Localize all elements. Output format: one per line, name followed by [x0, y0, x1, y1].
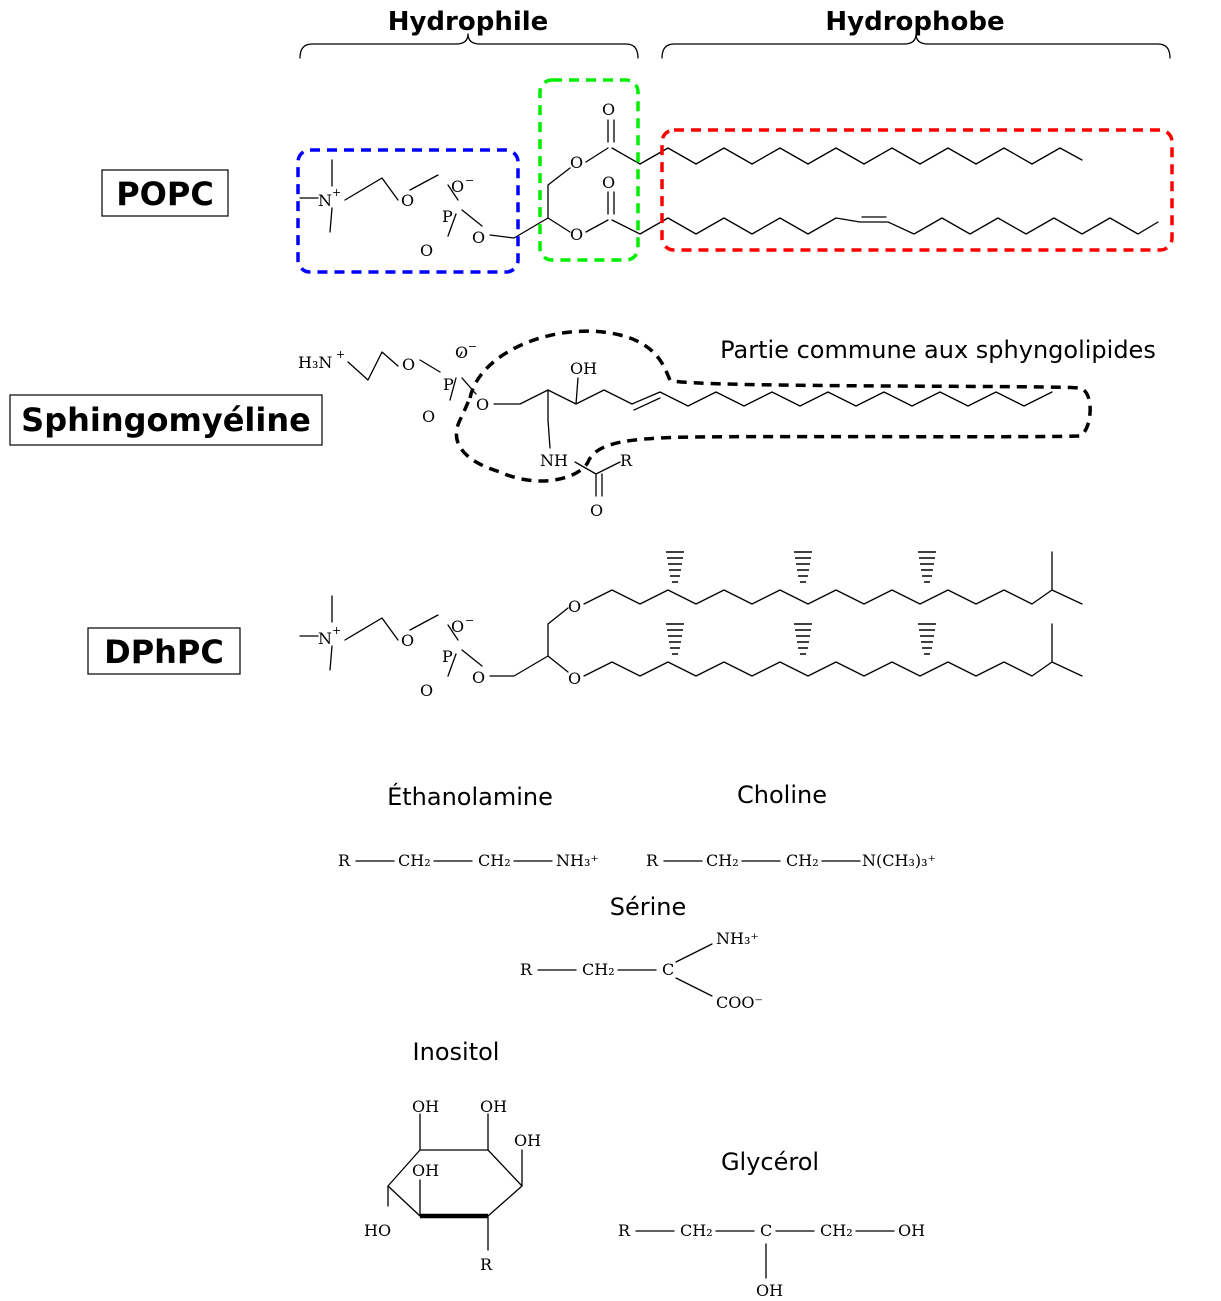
svg-text:C: C [662, 960, 674, 979]
svg-text:OH: OH [756, 1281, 783, 1300]
dphpc-label-box: DPhPC [87, 627, 241, 675]
svg-text:O: O [401, 631, 414, 650]
svg-text:NH: NH [540, 451, 568, 470]
dphpc-molecule: N + O O − P O O O O [299, 551, 1083, 700]
popc-palmitoyl-chain [611, 147, 1083, 165]
svg-text:O: O [451, 177, 464, 196]
svg-text:N(CH₃)₃⁺: N(CH₃)₃⁺ [862, 851, 936, 870]
svg-text:O: O [476, 395, 489, 414]
svg-text:O: O [420, 241, 433, 260]
svg-text:O: O [568, 597, 581, 616]
svg-text:CH₂: CH₂ [706, 851, 739, 870]
dphpc-lower-chain [583, 623, 1083, 677]
svg-text:CH₂: CH₂ [398, 851, 431, 870]
ethanolamine-formula: R CH₂ CH₂ NH₃⁺ [338, 851, 599, 870]
svg-text:O: O [401, 191, 414, 210]
popc-glycerol-box [538, 78, 640, 262]
svg-text:OH: OH [412, 1097, 439, 1116]
svg-text:R: R [480, 1255, 493, 1274]
popc-phosphorus: P [442, 207, 453, 226]
svg-text:R: R [618, 1221, 631, 1240]
svg-text:COO⁻: COO⁻ [716, 993, 763, 1012]
glycerol-formula: R CH₂ C CH₂ OH OH [618, 1221, 925, 1300]
svg-text:O: O [568, 669, 581, 688]
sphingomyeline-molecule: H₃N + O O − P O O OH NH R O [298, 340, 1053, 520]
svg-text:OH: OH [570, 359, 597, 378]
serine-name: Sérine [610, 893, 687, 921]
svg-text:−: − [465, 174, 474, 187]
svg-text:CH₂: CH₂ [478, 851, 511, 870]
ethanolamine-name: Éthanolamine [387, 782, 553, 811]
dphpc-label: DPhPC [104, 633, 224, 671]
svg-text:NH₃⁺: NH₃⁺ [716, 929, 759, 948]
sphingosine-chain [603, 389, 1053, 407]
svg-text:O: O [602, 100, 615, 119]
svg-text:OH: OH [898, 1221, 925, 1240]
choline-name: Choline [737, 781, 827, 809]
svg-text:C: C [760, 1221, 772, 1240]
svg-text:−: − [465, 614, 474, 627]
popc-label-box: POPC [101, 169, 229, 217]
svg-text:R: R [338, 851, 351, 870]
serine-formula: R CH₂ C NH₃⁺ COO⁻ [520, 929, 763, 1012]
svg-text:R: R [620, 451, 633, 470]
svg-text:O: O [570, 225, 583, 244]
svg-text:O: O [455, 343, 468, 362]
sphingo-common-annotation: Partie commune aux sphyngolipides [720, 336, 1156, 364]
svg-text:+: + [332, 186, 341, 199]
svg-text:R: R [646, 851, 659, 870]
hydrophobe-brace [661, 33, 1171, 59]
svg-text:O: O [590, 501, 603, 520]
svg-text:OH: OH [412, 1161, 439, 1180]
svg-text:R: R [520, 960, 533, 979]
popc-head-group-box [296, 148, 520, 274]
svg-text:O: O [420, 681, 433, 700]
svg-text:+: + [336, 348, 345, 361]
popc-oleoyl-chain [611, 217, 1159, 235]
svg-text:O: O [402, 355, 415, 374]
popc-molecule: N + O O − P O O O O O O [299, 100, 1159, 260]
svg-text:O: O [422, 407, 435, 426]
dphpc-upper-chain [583, 551, 1083, 605]
dphpc-methyl-wedges [666, 551, 936, 655]
svg-text:−: − [468, 340, 477, 353]
svg-text:H₃N: H₃N [298, 353, 332, 372]
svg-text:+: + [332, 624, 341, 637]
dphpc-nitrogen: N [318, 629, 332, 648]
popc-label: POPC [116, 175, 214, 213]
svg-text:O: O [451, 617, 464, 636]
svg-text:O: O [472, 668, 485, 687]
svg-text:O: O [602, 173, 615, 192]
popc-chains-box [660, 128, 1174, 252]
dphpc-phosphorus: P [442, 647, 453, 666]
hydrophobe-label: Hydrophobe [825, 7, 1004, 37]
svg-text:OH: OH [480, 1097, 507, 1116]
inositol-name: Inositol [413, 1038, 500, 1066]
popc-nitrogen: N [318, 191, 332, 210]
sphingomyeline-label-box: Sphingomyéline [9, 394, 323, 446]
svg-text:OH: OH [514, 1131, 541, 1150]
choline-formula: R CH₂ CH₂ N(CH₃)₃⁺ [646, 851, 936, 870]
svg-text:NH₃⁺: NH₃⁺ [556, 851, 599, 870]
sphingomyeline-phosphorus: P [443, 375, 454, 394]
inositol-structure: OH OH OH OH HO R [364, 1097, 541, 1274]
svg-text:HO: HO [364, 1221, 391, 1240]
svg-text:CH₂: CH₂ [786, 851, 819, 870]
sphingomyeline-label: Sphingomyéline [21, 401, 311, 439]
hydrophile-brace [299, 33, 639, 59]
glycerol-name: Glycérol [721, 1148, 819, 1176]
hydrophile-label: Hydrophile [388, 7, 549, 37]
svg-text:CH₂: CH₂ [680, 1221, 713, 1240]
svg-text:O: O [570, 153, 583, 172]
svg-text:CH₂: CH₂ [582, 960, 615, 979]
svg-text:O: O [472, 228, 485, 247]
svg-text:CH₂: CH₂ [820, 1221, 853, 1240]
